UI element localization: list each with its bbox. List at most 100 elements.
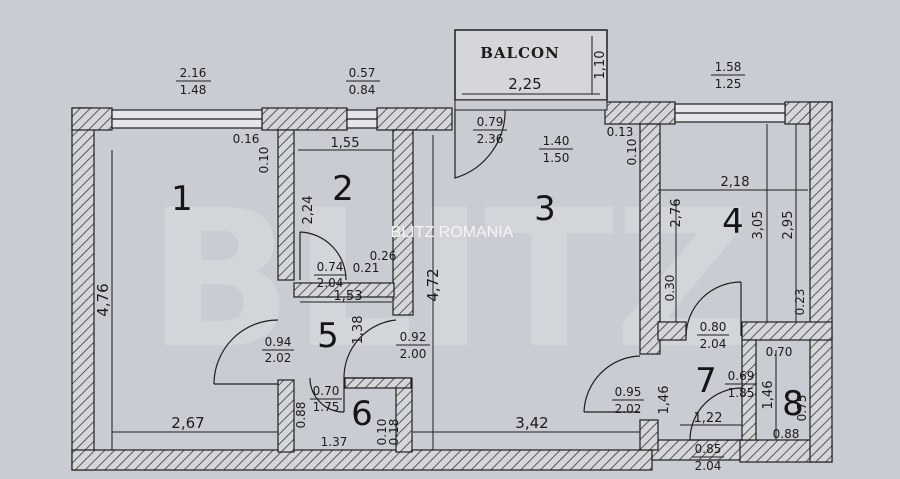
measurements: 4,76 2,67 1,55 2,24 1,53 1,38 4,72 3,42 …	[94, 125, 809, 449]
room-number-5: 5	[317, 316, 339, 356]
windows	[111, 103, 786, 129]
door-ratio-top: 0.95	[615, 385, 642, 399]
door-ratio-bottom: 2.02	[265, 351, 292, 365]
door-1	[213, 319, 279, 385]
dimension-label: 0.88	[294, 402, 308, 429]
dimension-label: 0.88	[773, 427, 800, 441]
wall-4-8	[741, 321, 833, 341]
door-ratio-bottom: 1.85	[728, 386, 755, 400]
room-number-7: 7	[695, 361, 717, 401]
dimension-label: 0.26	[370, 249, 397, 263]
dimension-label: 3,42	[515, 414, 548, 432]
window-ratio-bottom: 1.25	[715, 77, 742, 91]
door-ratio-bottom: 2.00	[400, 347, 427, 361]
window-ratio-top: 0.57	[349, 66, 376, 80]
dimension-lines	[111, 124, 808, 450]
watermark-text: BLITZ ROMANIA	[391, 224, 514, 241]
dimension-label: 0.10	[375, 419, 389, 446]
window-ratio-top: 2.16	[180, 66, 207, 80]
door-ratio-top: 0.70	[313, 384, 340, 398]
balcony-outline	[454, 29, 608, 101]
wall-2-5	[293, 282, 395, 298]
door-ratio-bottom: 2.04	[695, 459, 722, 473]
window-ratio-top: 0.79	[477, 115, 504, 129]
window-ratio-bottom: 1.50	[543, 151, 570, 165]
wall-north-1a	[71, 107, 113, 131]
dimension-label: 0.10	[257, 147, 271, 174]
wall-7-8	[741, 339, 757, 441]
dimension-label: 2,24	[301, 196, 316, 225]
window-ratios: 2.16 1.48 0.57 0.84 1.58 1.25 0.79 2.36 …	[176, 60, 745, 165]
dimension-label: 0.30	[663, 275, 677, 302]
door-ratio-top: 0.85	[695, 442, 722, 456]
balcony-depth: 1,10	[593, 51, 608, 80]
dimension-label: 1,46	[761, 381, 776, 410]
dimension-label: 1,46	[657, 386, 672, 415]
room-labels: 1 2 3 4 5 6 7 8	[171, 169, 804, 434]
dimension-label: 1,55	[331, 136, 360, 151]
balcony: BALCON 2,25 1,10	[454, 29, 608, 179]
wall-3-4	[639, 123, 661, 355]
door-6	[309, 377, 345, 413]
dimension-label: 0.18	[387, 419, 401, 446]
dimension-label: 0.70	[766, 345, 793, 359]
dimension-label: 4,72	[424, 268, 442, 301]
door-ratios: 0.74 2.04 0.94 2.02 0.92 2.00 0.70 1.75 …	[262, 260, 757, 473]
dimension-label: 0.16	[233, 132, 260, 146]
door-ratio-bottom: 1.75	[313, 400, 340, 414]
door-ratio-bottom: 2.04	[700, 337, 727, 351]
dimension-label: 2,18	[721, 175, 750, 190]
balcony-title: BALCON	[480, 44, 560, 62]
dimension-label: 1,38	[351, 316, 366, 345]
dimension-label: 0.13	[607, 125, 634, 139]
wall-south	[71, 449, 653, 471]
window-ratio-bottom: 2.36	[477, 132, 504, 146]
doors	[213, 231, 743, 441]
dimension-label: 0.10	[625, 139, 639, 166]
room-number-1: 1	[171, 179, 193, 219]
door-2	[299, 231, 347, 281]
balcony-width: 2,25	[508, 75, 541, 93]
dimension-label: 1,22	[694, 411, 723, 426]
window-ratio-bottom: 0.84	[349, 83, 376, 97]
wall-east	[809, 101, 833, 463]
door-4	[685, 281, 742, 337]
wall-2-3	[392, 129, 414, 316]
dimension-label: 1,53	[334, 289, 363, 304]
door-8	[689, 387, 743, 441]
wall-3-7	[639, 419, 659, 451]
door-ratio-top: 0.80	[700, 320, 727, 334]
room-number-3: 3	[534, 189, 556, 229]
dimension-label: 4,76	[94, 283, 112, 316]
room-number-6: 6	[351, 394, 373, 434]
window-ratio-bottom: 1.48	[180, 83, 207, 97]
wall-1-6	[277, 379, 295, 453]
wall-north-3	[604, 101, 676, 125]
dimension-label: 0.75	[795, 395, 809, 422]
room-number-8: 8	[782, 384, 804, 424]
dimension-label: 2,95	[781, 211, 796, 240]
door-ratio-top: 0.94	[265, 335, 292, 349]
door-7	[583, 355, 641, 413]
wall-north-1b	[261, 107, 348, 131]
wall-north-2	[376, 107, 453, 131]
dimension-label: 2,76	[669, 199, 684, 228]
door-ratio-top: 0.74	[317, 260, 344, 274]
balcony-door-swing	[454, 107, 506, 179]
room-number-4: 4	[722, 202, 744, 242]
dimension-label: 1.37	[321, 435, 348, 449]
watermark-logo: BLITZ	[148, 169, 752, 390]
door-ratio-bottom: 2.04	[317, 276, 344, 290]
dimension-label: 3,05	[751, 211, 766, 240]
door-3	[343, 319, 397, 379]
dimension-label: 0.21	[353, 261, 380, 275]
room-number-2: 2	[332, 169, 354, 209]
dimension-label: 2,67	[171, 414, 204, 432]
wall-4-7	[657, 321, 687, 341]
wall-1-2	[277, 129, 295, 281]
dimension-label: 0.23	[793, 289, 807, 316]
door-ratio-top: 0.92	[400, 330, 427, 344]
window-ratio-top: 1.58	[715, 60, 742, 74]
wall-5-6	[344, 377, 412, 389]
